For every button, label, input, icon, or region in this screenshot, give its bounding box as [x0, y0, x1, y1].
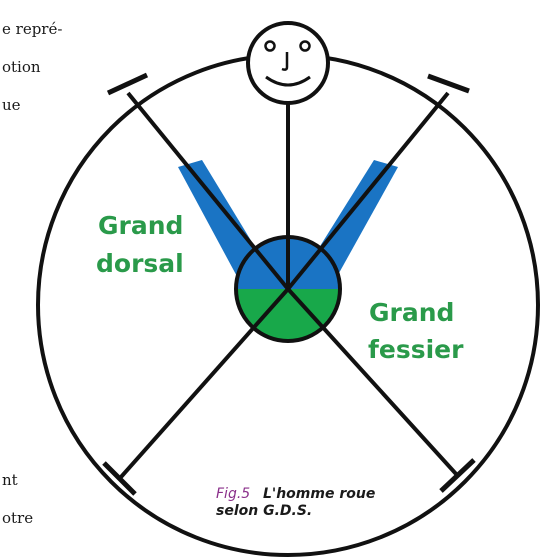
label-grand-fessier-line1: Grand: [369, 298, 454, 327]
label-grand-fessier-line2: fessier: [368, 335, 464, 364]
label-grand-dorsal-line1: Grand: [98, 211, 183, 240]
caption-title-line1: L'homme roue: [263, 486, 375, 502]
label-grand-dorsal-line2: dorsal: [96, 249, 184, 278]
left-leg: [121, 289, 288, 477]
right-arm: [288, 93, 448, 289]
caption-title-line2: selon G.D.S.: [216, 503, 312, 519]
right-hand: [428, 76, 469, 91]
left-hand: [108, 75, 147, 93]
hip-circle-lower: [236, 289, 340, 341]
caption-fig-number: Fig.5: [216, 486, 250, 502]
